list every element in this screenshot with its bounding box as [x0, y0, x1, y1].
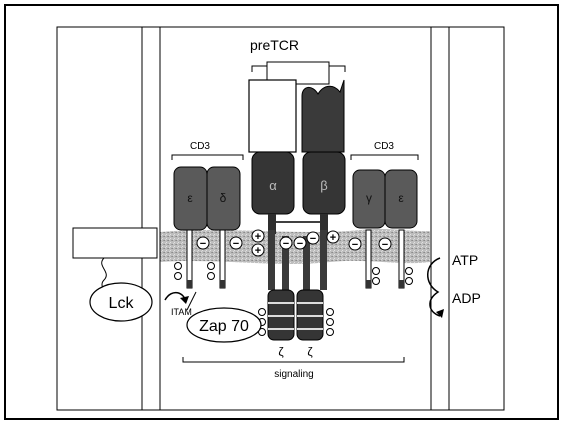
svg-text:−: −: [283, 238, 289, 250]
delta-label: δ: [220, 191, 227, 205]
svg-text:+: +: [255, 245, 261, 257]
svg-text:+: +: [330, 232, 336, 244]
coreceptor-box: [73, 228, 157, 258]
zeta-right-label: ζ: [307, 345, 313, 359]
cd3-left-label: CD3: [190, 141, 210, 152]
svg-text:−: −: [233, 238, 239, 250]
beta-label: β: [320, 178, 327, 193]
svg-text:−: −: [200, 238, 206, 250]
itam-label: ITAM: [171, 307, 192, 317]
left-panel-bar: [142, 27, 160, 410]
svg-text:−: −: [352, 239, 358, 251]
alpha-label: α: [269, 178, 277, 193]
tm-rod-4: [320, 230, 327, 290]
svg-text:+: +: [255, 231, 261, 243]
epsilon-right-label: ε: [398, 191, 404, 205]
tm-rod-1: [268, 230, 275, 290]
gamma-label: γ: [366, 191, 372, 205]
pretcr-label: preTCR: [250, 37, 299, 53]
svg-text:−: −: [297, 238, 303, 250]
zeta-left-label: ζ: [278, 345, 284, 359]
epsilon-left-label: ε: [187, 191, 193, 205]
cd3-right-label: CD3: [374, 141, 394, 152]
pt-alpha-domain: [249, 80, 296, 152]
signaling-label: signaling: [274, 369, 313, 380]
zap70-label: Zap 70: [199, 318, 249, 335]
svg-text:−: −: [382, 239, 388, 251]
svg-text:−: −: [310, 233, 316, 245]
beta-upper-domain: [302, 80, 344, 152]
right-panel-bar: [431, 27, 449, 410]
lck-label: Lck: [109, 295, 135, 312]
atp-label: ATP: [452, 252, 478, 268]
adp-label: ADP: [452, 290, 481, 306]
